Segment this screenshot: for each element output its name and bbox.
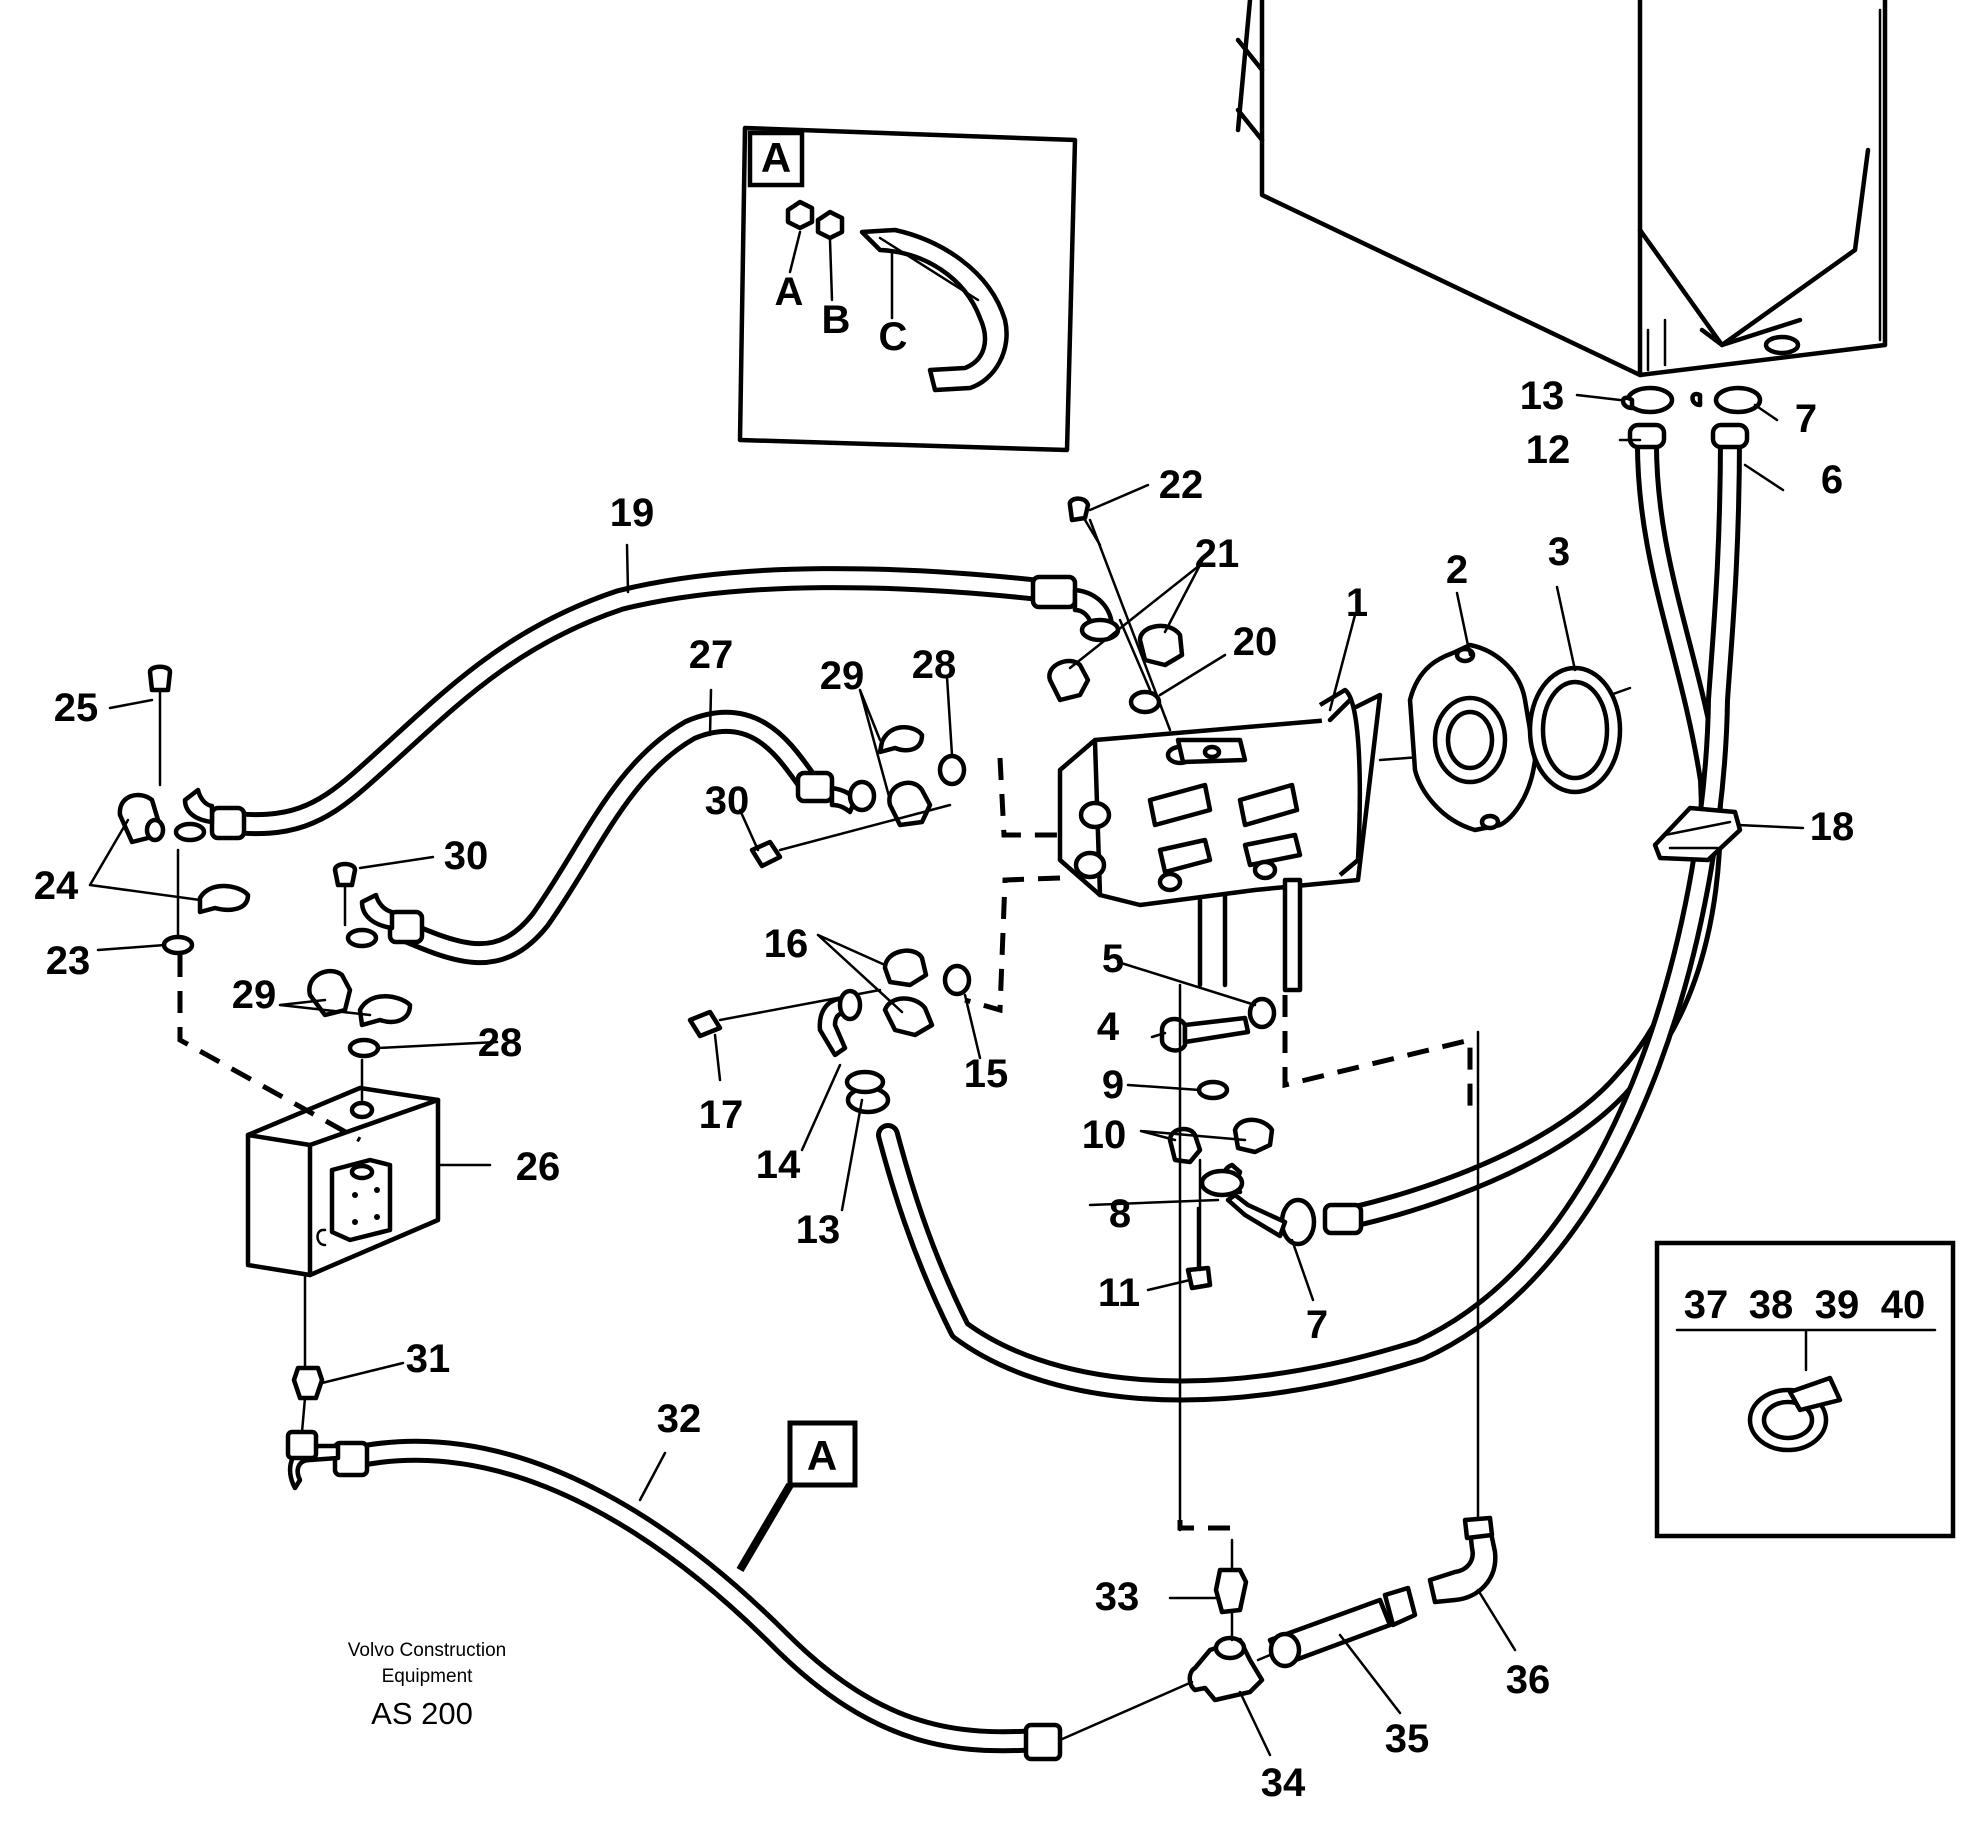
callout-17: 17	[699, 1093, 744, 1137]
callout-14: 14	[756, 1143, 801, 1187]
callout-28-bottom: 28	[478, 1021, 523, 1065]
callout-15: 15	[964, 1052, 1009, 1096]
clamp-label-37: 37	[1684, 1283, 1729, 1327]
callout-34: 34	[1261, 1761, 1306, 1805]
callout-3: 3	[1548, 530, 1570, 574]
callout-11: 11	[1098, 1271, 1140, 1315]
misc-fittings	[117, 496, 1277, 1291]
callout-5: 5	[1102, 937, 1124, 981]
callout-25: 25	[54, 686, 99, 730]
hose-fittings	[173, 385, 1763, 1762]
hydraulic-tank	[1235, 0, 1888, 378]
callout-2: 2	[1446, 548, 1468, 592]
callout-19: 19	[610, 491, 655, 535]
model-label: AS 200	[371, 1696, 473, 1731]
callout-13-bottom: 13	[796, 1208, 841, 1252]
callout-27: 27	[689, 633, 734, 677]
clamp-label-38: 38	[1749, 1283, 1794, 1327]
leader-lines	[88, 393, 1805, 1757]
detail-box-a-title: A	[761, 134, 791, 181]
clamp-label-40: 40	[1881, 1283, 1926, 1327]
fitting-33-part	[1213, 1538, 1249, 1642]
flag-a-label: A	[807, 1432, 837, 1479]
callout-30-bottom: 30	[444, 834, 489, 878]
detail-box-clamp: 37 38 39 40	[1654, 1240, 1956, 1539]
clip-a-part	[785, 199, 815, 231]
callout-8: 8	[1109, 1192, 1131, 1236]
callout-23: 23	[46, 939, 91, 983]
callout-29-top: 29	[820, 654, 865, 698]
callout-16: 16	[764, 922, 809, 966]
callout-32: 32	[657, 1397, 702, 1441]
tee-fitting-34	[1058, 1635, 1265, 1742]
fitting-31-part	[291, 1365, 325, 1401]
brand-line-1: Volvo Construction	[348, 1640, 506, 1661]
callout-22: 22	[1159, 463, 1204, 507]
callout-10: 10	[1082, 1113, 1127, 1157]
callout-36: 36	[1506, 1658, 1551, 1702]
detail-item-a-label: A	[775, 270, 804, 314]
callout-6: 6	[1821, 458, 1843, 502]
strap-c-part	[859, 227, 1009, 393]
callout-31: 31	[406, 1337, 451, 1381]
clamp-18-part	[1652, 805, 1743, 863]
clip-b-part	[815, 209, 845, 241]
detail-item-b-label: B	[822, 298, 851, 342]
callout-12: 12	[1526, 428, 1571, 472]
callout-7-top: 7	[1795, 397, 1817, 441]
callout-28-top: 28	[912, 643, 957, 687]
callout-4: 4	[1097, 1005, 1120, 1049]
callout-13-top: 13	[1520, 374, 1565, 418]
section-flag-a: A	[736, 1420, 858, 1573]
callout-26: 26	[516, 1145, 561, 1189]
oring-3-part	[1527, 665, 1623, 795]
elbow-36-part	[1427, 1030, 1498, 1605]
detail-box-a: A A B C	[737, 125, 1078, 453]
callout-30-top: 30	[705, 779, 750, 823]
callout-24: 24	[34, 864, 79, 908]
callout-33: 33	[1095, 1575, 1140, 1619]
callout-35: 35	[1385, 1717, 1430, 1761]
callout-29-bottom: 29	[232, 973, 277, 1017]
clamp-label-39: 39	[1815, 1283, 1860, 1327]
callout-18: 18	[1810, 805, 1855, 849]
pipe-35-part	[1256, 1585, 1418, 1669]
detail-item-c-label: C	[879, 315, 908, 359]
brand-block: Volvo Construction Equipment AS 200	[348, 1640, 506, 1731]
callout-9: 9	[1102, 1063, 1124, 1107]
callout-20: 20	[1233, 620, 1278, 664]
callout-1: 1	[1346, 581, 1368, 625]
callout-7-bottom: 7	[1306, 1303, 1328, 1347]
brand-line-2: Equipment	[382, 1666, 474, 1687]
flange-2-part	[1407, 642, 1538, 833]
callout-21: 21	[1195, 532, 1240, 576]
valve-block-26	[245, 1085, 441, 1370]
